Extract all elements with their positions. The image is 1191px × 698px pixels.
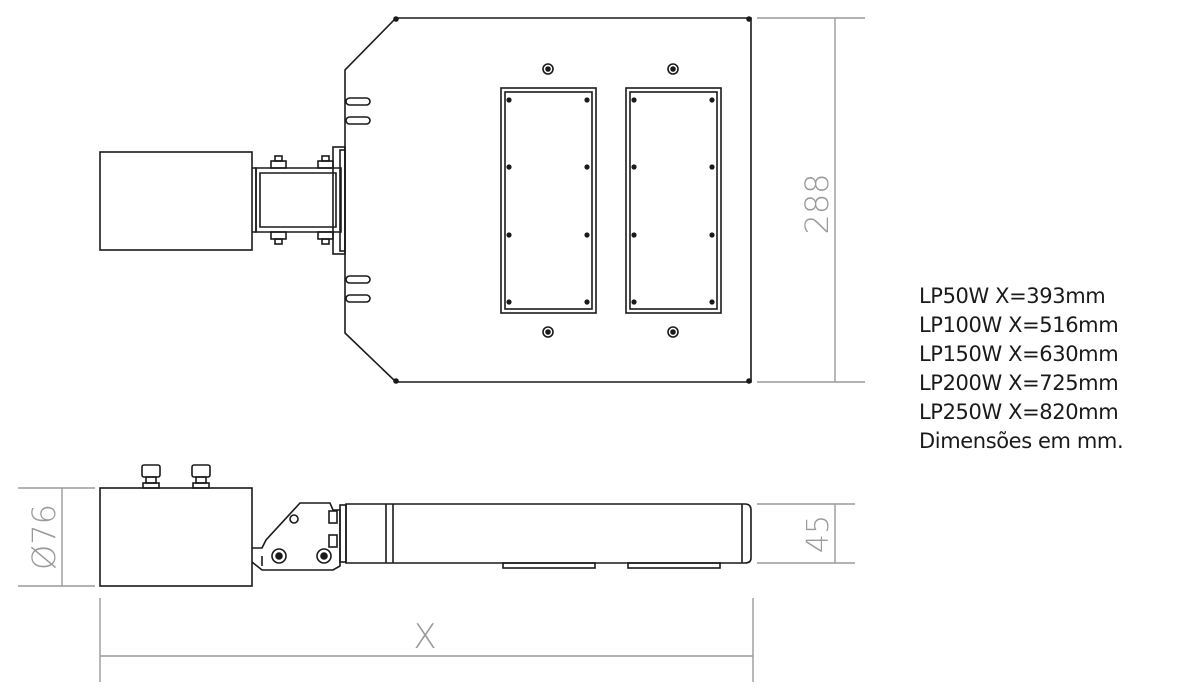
- bracket-top-view: [252, 146, 346, 255]
- spec-item: LP50W X=393mm: [919, 284, 1106, 308]
- dimension-label-height: 45: [801, 515, 836, 553]
- led-module-right: [625, 87, 722, 314]
- dimension-line-width: [757, 17, 865, 383]
- spec-item: LP150W X=630mm: [919, 342, 1119, 366]
- luminaire-body-side: [345, 503, 752, 569]
- dimension-label-length: X: [413, 617, 436, 657]
- dimension-line-height: [757, 503, 855, 564]
- model-spec-list: LP50W X=393mm LP100W X=516mm LP150W X=63…: [919, 282, 1124, 456]
- top-view: [99, 16, 752, 384]
- dimension-line-length: [99, 598, 754, 682]
- side-slots: [345, 97, 371, 303]
- pole-adaptor-side-view: [99, 487, 253, 587]
- spec-item: LP100W X=516mm: [919, 313, 1119, 337]
- pole-adaptor-top-view: [99, 151, 253, 251]
- tilt-bracket: [251, 502, 347, 571]
- led-module-left: [500, 87, 597, 314]
- dimension-label-diameter: Ø76: [25, 504, 63, 570]
- spec-item: LP200W X=725mm: [919, 371, 1119, 395]
- spec-note: Dimensões em mm.: [919, 429, 1124, 453]
- dimension-label-width: 288: [798, 173, 836, 234]
- dimension-line-diameter: [18, 487, 95, 587]
- mounting-screws: [542, 63, 679, 338]
- side-view: [99, 464, 752, 587]
- cable-glands: [141, 464, 211, 489]
- spec-item: LP250W X=820mm: [919, 400, 1119, 424]
